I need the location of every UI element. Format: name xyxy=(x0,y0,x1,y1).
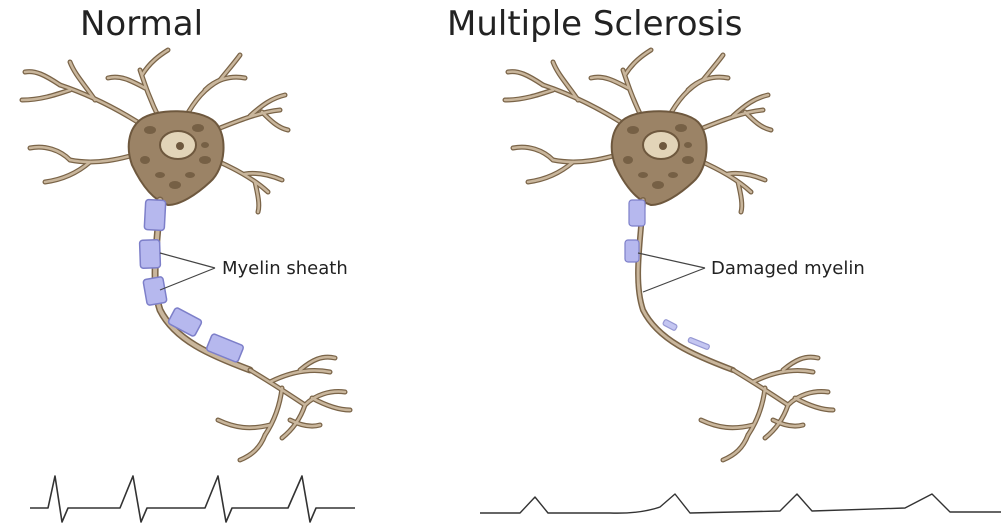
myelin-sheath-label: Myelin sheath xyxy=(222,258,348,279)
normal-neuron: Myelin sheath xyxy=(22,50,350,460)
myelin-segments xyxy=(140,199,245,362)
damaged-myelin-label: Damaged myelin xyxy=(711,258,865,279)
normal-signal-trace xyxy=(30,476,355,522)
ms-signal-trace xyxy=(480,494,1001,513)
ms-neuron: Damaged myelin xyxy=(505,50,865,460)
